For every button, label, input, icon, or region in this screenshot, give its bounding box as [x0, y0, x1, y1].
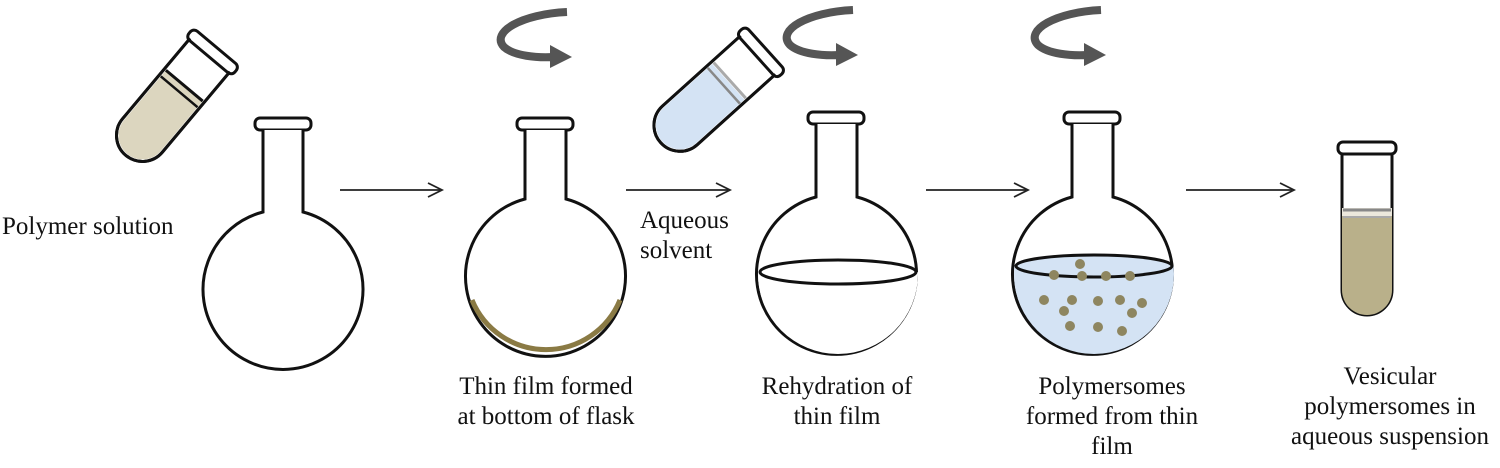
flask-empty: [201, 116, 365, 371]
aqueous-suspension-liquid: [1014, 266, 1174, 354]
rehydration-liquid: [758, 272, 918, 354]
label-vesicular: Vesicular polymersomes in aqueous suspen…: [1280, 362, 1500, 452]
process-arrow-icon: [626, 182, 733, 198]
label-rehydration-line-2: thin film: [793, 403, 881, 430]
label-thin-film-line-2: at bottom of flask: [457, 403, 635, 430]
flask-thin-film: [464, 116, 627, 358]
test-tube-polymer-solution: [115, 28, 239, 163]
label-aqueous-solvent-line-2: solvent: [640, 237, 713, 264]
process-arrow-icon: [926, 182, 1031, 198]
label-rehydration-line-1: Rehydration of: [761, 373, 913, 400]
label-thin-film: Thin film formed at bottom of flask: [436, 372, 656, 432]
rotation-arrow-icon: [1030, 6, 1106, 66]
test-tube-aqueous-solvent: [652, 26, 785, 153]
flask-rehydration: [755, 110, 918, 356]
flask-polymersomes: [1011, 110, 1174, 356]
label-aqueous-solvent-line-1: Aqueous: [640, 207, 729, 234]
label-vesicular-line-1: Vesicular: [1343, 363, 1437, 390]
label-polymersomes-line-2: formed from thin: [1025, 403, 1199, 430]
label-polymer-solution: Polymer solution: [2, 213, 174, 240]
label-vesicular-line-2: polymersomes in: [1304, 393, 1476, 420]
process-arrow-icon: [340, 182, 445, 198]
thin-film-layer: [469, 299, 623, 353]
test-tube-vesicular-suspension: [1336, 140, 1398, 317]
rotation-arrow-icon: [496, 8, 572, 68]
label-polymersomes-line-3: film: [1091, 433, 1133, 460]
label-aqueous-solvent: Aqueous solvent: [640, 206, 729, 266]
rotation-arrow-icon: [782, 6, 858, 66]
process-arrow-icon: [1186, 182, 1297, 198]
vesicle-group: [1039, 259, 1147, 336]
label-polymersomes: Polymersomes formed from thin film: [1000, 372, 1224, 462]
suspension-liquid: [1342, 216, 1392, 315]
label-vesicular-line-3: aqueous suspension: [1291, 423, 1489, 450]
label-polymersomes-line-1: Polymersomes: [1038, 373, 1186, 400]
label-thin-film-line-1: Thin film formed: [459, 373, 633, 400]
label-rehydration: Rehydration of thin film: [732, 372, 942, 432]
